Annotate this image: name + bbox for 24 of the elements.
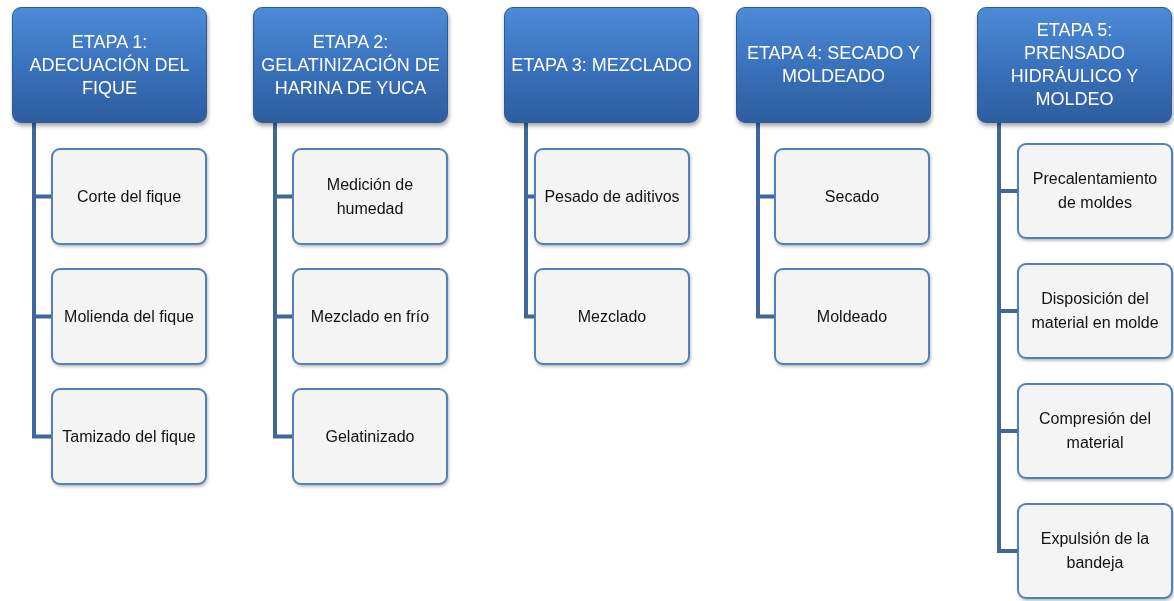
step-box: Mezclado — [534, 268, 690, 365]
step-box: Precalentamiento de moldes — [1017, 143, 1173, 239]
stage-header-box: ETAPA 4: SECADO Y MOLDEADO — [736, 7, 931, 123]
connector-line — [997, 123, 1017, 553]
step-box: Expulsión de la bandeja — [1017, 503, 1173, 599]
step-box: Pesado de aditivos — [534, 148, 690, 245]
step-box: Secado — [774, 148, 930, 245]
step-box: Corte del fique — [51, 148, 207, 245]
connector-line — [524, 123, 534, 319]
connector-line — [756, 123, 774, 319]
stage-header-box: ETAPA 5: PRENSADO HIDRÁULICO Y MOLDEO — [977, 7, 1172, 123]
step-box: Mezclado en frío — [292, 268, 448, 365]
connector-line — [273, 123, 292, 439]
stage-header-box: ETAPA 1: ADECUACIÓN DEL FIQUE — [12, 7, 207, 123]
stage-header-box: ETAPA 3: MEZCLADO — [504, 7, 699, 123]
step-box: Medición de humedad — [292, 148, 448, 245]
step-box: Moldeado — [774, 268, 930, 365]
step-box: Compresión del material — [1017, 383, 1173, 479]
connector-line — [32, 123, 51, 439]
stage-header-box: ETAPA 2: GELATINIZACIÓN DE HARINA DE YUCA — [253, 7, 448, 123]
step-box: Disposición del material en molde — [1017, 263, 1173, 359]
step-box: Molienda del fique — [51, 268, 207, 365]
step-box: Tamizado del fique — [51, 388, 207, 485]
step-box: Gelatinizado — [292, 388, 448, 485]
